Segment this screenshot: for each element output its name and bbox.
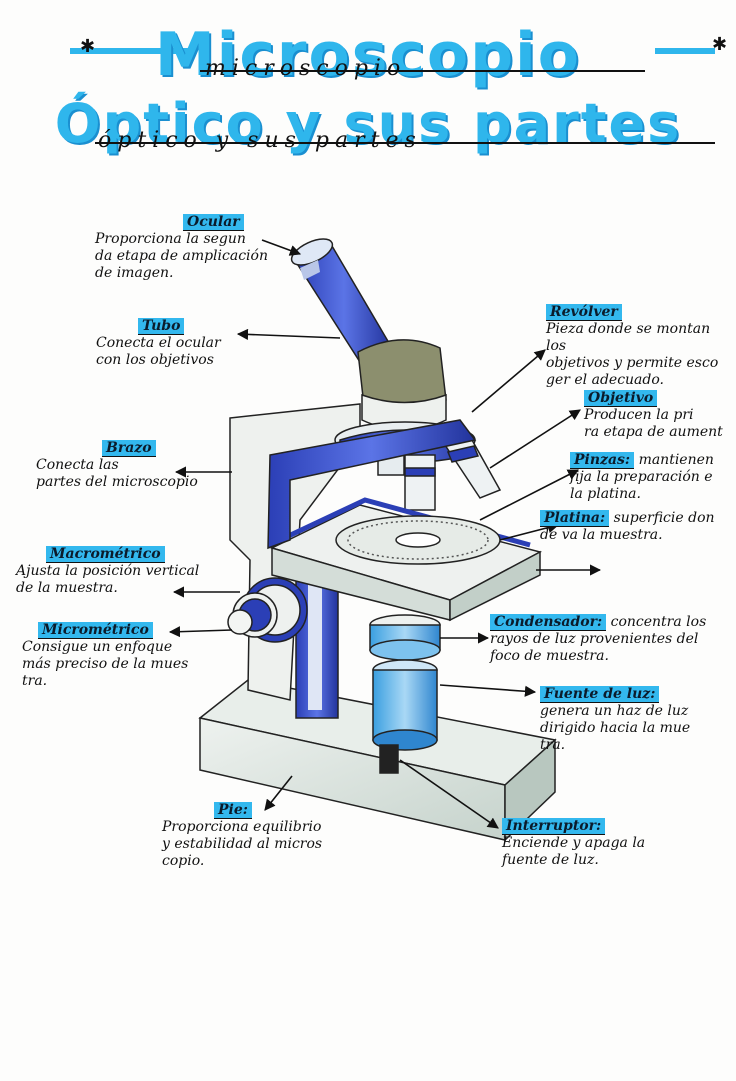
tag-brazo: Brazo — [102, 440, 156, 457]
tag-objetivo: Objetivo — [584, 390, 658, 407]
title-line-2: Óptico y sus partes — [54, 92, 682, 155]
desc-objetivo: Producen la pri ra etapa de aument — [584, 407, 723, 440]
tag-macrometrico: Macrométrico — [46, 546, 165, 563]
tag-pie: Pie: — [214, 802, 252, 819]
condenser-part — [369, 614, 441, 661]
desc-macrometrico: Ajusta la posición vertical de la muestr… — [16, 563, 200, 596]
desc-pie: Proporciona equilibrio y estabilidad al … — [162, 819, 323, 869]
label-micrometrico: Micrométrico Consigue un enfoque más pre… — [22, 622, 212, 690]
tag-revolver: Revólver — [546, 304, 622, 321]
desc-revolver: Pieza donde se montan los objetivos y pe… — [546, 321, 719, 388]
desc-micrometrico: Consigue un enfoque más preciso de la mu… — [22, 639, 189, 689]
label-interruptor: Interruptor: Enciende y apaga la fuente … — [502, 818, 702, 869]
tag-pinzas: Pinzas: — [570, 452, 635, 469]
desc-condensador-wrap: Condensador: concentra los rayos de luz … — [490, 614, 730, 665]
desc-interruptor: Enciende y apaga la fuente de luz. — [502, 835, 646, 868]
label-condensador: Condensador: concentra los rayos de luz … — [490, 614, 730, 665]
focus-knobs — [227, 577, 308, 643]
tag-tubo: Tubo — [138, 318, 185, 335]
tag-ocular: Ocular — [183, 214, 244, 231]
desc-platina: superficie don de va la muestra. — [540, 510, 715, 543]
light-source-part — [372, 659, 438, 774]
desc-brazo: Conecta las partes del microscopio — [36, 457, 198, 490]
label-fuente: Fuente de luz: genera un haz de luz diri… — [540, 686, 730, 754]
desc-fuente: genera un haz de luz dirigido hacia la m… — [540, 703, 691, 753]
tag-micrometrico: Micrométrico — [38, 622, 153, 639]
desc-pinzas-wrap: Pinzas: mantienen fija la preparación e … — [570, 452, 735, 503]
tag-condensador: Condensador: — [490, 614, 607, 631]
label-ocular: Ocular Proporciona la segun da etapa de … — [95, 214, 285, 282]
label-platina: Platina: superficie don de va la muestra… — [540, 510, 735, 544]
desc-ocular: Proporciona la segun da etapa de amplica… — [95, 231, 268, 281]
label-tubo: Tubo Conecta el ocular con los objetivos — [96, 318, 256, 369]
label-objetivo: Objetivo Producen la pri ra etapa de aum… — [584, 390, 734, 441]
title-script-underline-1 — [200, 70, 645, 72]
stage-part — [267, 419, 543, 622]
desc-tubo: Conecta el ocular con los objetivos — [96, 335, 221, 368]
tube-part — [290, 238, 394, 363]
label-pie: Pie: Proporciona equilibrio y estabilida… — [162, 802, 362, 870]
title-rule-right — [655, 48, 715, 54]
leader-arrows — [168, 239, 602, 829]
desc-pinzas: mantienen fija la preparación e la plati… — [570, 452, 714, 502]
title-line-1: Microscopio — [155, 20, 581, 90]
star-right-icon: ✱ — [712, 34, 728, 55]
star-left-icon: ✱ — [80, 36, 96, 57]
tag-fuente: Fuente de luz: — [540, 686, 660, 703]
label-revolver: Revólver Pieza donde se montan los objet… — [546, 304, 734, 389]
title-script-1: microscopio — [205, 56, 407, 81]
title-rule-left — [70, 48, 190, 54]
desc-condensador: concentra los rayos de luz provenientes … — [490, 614, 707, 664]
title-script-2: óptico y sus partes — [98, 128, 422, 153]
title-script-underline-2 — [95, 142, 715, 144]
tag-platina: Platina: — [540, 510, 610, 527]
label-macrometrico: Macrométrico Ajusta la posición vertical… — [16, 546, 236, 597]
tag-interruptor: Interruptor: — [502, 818, 606, 835]
label-brazo: Brazo Conecta las partes del microscopio — [36, 440, 236, 491]
label-pinzas: Pinzas: mantienen fija la preparación e … — [570, 452, 735, 503]
desc-platina-wrap: Platina: superficie don de va la muestra… — [540, 510, 735, 544]
